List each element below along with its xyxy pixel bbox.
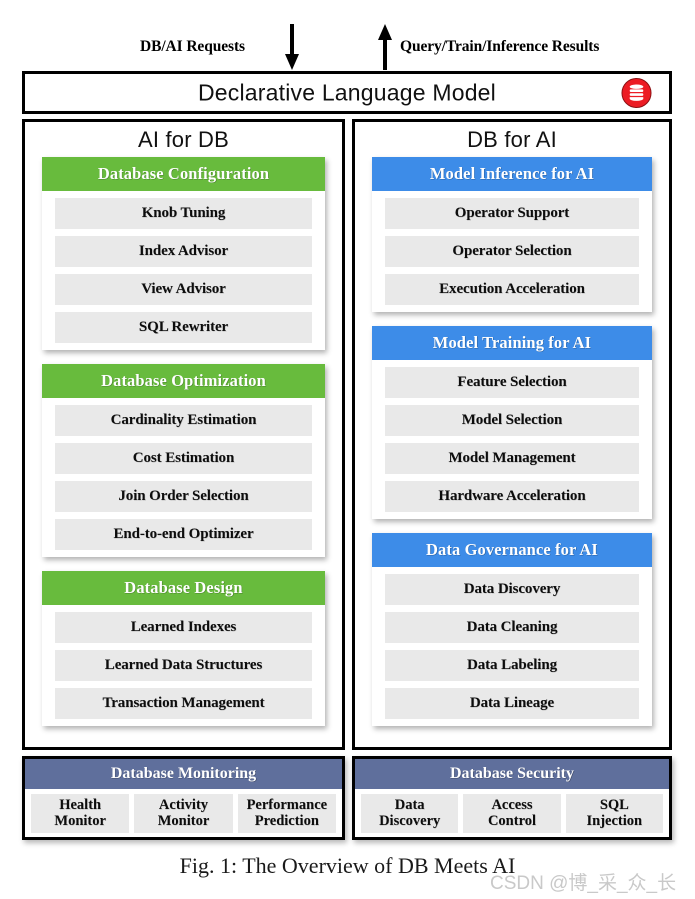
group-model-inference-for-ai: Model Inference for AI Operator Support … <box>372 157 652 312</box>
declarative-language-model-title: Declarative Language Model <box>197 79 496 105</box>
item-cardinality-estimation[interactable]: Cardinality Estimation <box>55 405 312 436</box>
panel-db-for-ai: DB for AI Model Inference for AI Operato… <box>352 119 672 750</box>
item-data-discovery[interactable]: Data Discovery <box>385 574 639 605</box>
panel-ai-for-db: AI for DB Database Configuration Knob Tu… <box>22 119 345 750</box>
flow-label-requests: DB/AI Requests <box>140 38 245 55</box>
group-database-configuration: Database Configuration Knob Tuning Index… <box>42 157 325 350</box>
item-sql-rewriter[interactable]: SQL Rewriter <box>55 312 312 343</box>
group-header-data-governance-for-ai: Data Governance for AI <box>372 533 652 567</box>
item-end-to-end-optimizer[interactable]: End-to-end Optimizer <box>55 519 312 550</box>
arrow-down-icon <box>285 24 299 70</box>
arrow-up-icon <box>378 24 392 70</box>
group-header-database-optimization: Database Optimization <box>42 364 325 398</box>
item-learned-indexes[interactable]: Learned Indexes <box>55 612 312 643</box>
flow-arrows-row: DB/AI Requests Query/Train/Inference Res… <box>0 24 695 72</box>
item-model-selection[interactable]: Model Selection <box>385 405 639 436</box>
panel-title-ai-for-db: AI for DB <box>137 127 230 152</box>
item-feature-selection[interactable]: Feature Selection <box>385 367 639 398</box>
group-data-governance-for-ai: Data Governance for AI Data Discovery Da… <box>372 533 652 726</box>
group-header-model-training-for-ai: Model Training for AI <box>372 326 652 360</box>
bottom-header-database-monitoring: Database Monitoring <box>25 759 342 789</box>
item-operator-support[interactable]: Operator Support <box>385 198 639 229</box>
group-header-model-inference-for-ai: Model Inference for AI <box>372 157 652 191</box>
item-learned-data-structures[interactable]: Learned Data Structures <box>55 650 312 681</box>
item-data-labeling[interactable]: Data Labeling <box>385 650 639 681</box>
group-database-optimization: Database Optimization Cardinality Estima… <box>42 364 325 557</box>
group-header-database-configuration: Database Configuration <box>42 157 325 191</box>
item-execution-acceleration[interactable]: Execution Acceleration <box>385 274 639 305</box>
group-model-training-for-ai: Model Training for AI Feature Selection … <box>372 326 652 519</box>
bottom-header-database-security: Database Security <box>355 759 669 789</box>
item-index-advisor[interactable]: Index Advisor <box>55 236 312 267</box>
item-operator-selection[interactable]: Operator Selection <box>385 236 639 267</box>
item-data-cleaning[interactable]: Data Cleaning <box>385 612 639 643</box>
item-data-lineage[interactable]: Data Lineage <box>385 688 639 719</box>
figure-caption: Fig. 1: The Overview of DB Meets AI <box>179 853 516 878</box>
item-cost-estimation[interactable]: Cost Estimation <box>55 443 312 474</box>
item-model-management[interactable]: Model Management <box>385 443 639 474</box>
watermark-text: CSDN @博_采_众_长 <box>490 873 677 894</box>
database-cylinder-icon <box>621 77 652 108</box>
declarative-language-model-box: Declarative Language Model <box>22 71 672 114</box>
panel-title-db-for-ai: DB for AI <box>467 127 557 152</box>
item-view-advisor[interactable]: View Advisor <box>55 274 312 305</box>
item-join-order-selection[interactable]: Join Order Selection <box>55 481 312 512</box>
group-header-database-design: Database Design <box>42 571 325 605</box>
group-database-design: Database Design Learned Indexes Learned … <box>42 571 325 726</box>
item-hardware-acceleration[interactable]: Hardware Acceleration <box>385 481 639 512</box>
flow-label-results: Query/Train/Inference Results <box>400 38 600 55</box>
item-knob-tuning[interactable]: Knob Tuning <box>55 198 312 229</box>
item-transaction-management[interactable]: Transaction Management <box>55 688 312 719</box>
